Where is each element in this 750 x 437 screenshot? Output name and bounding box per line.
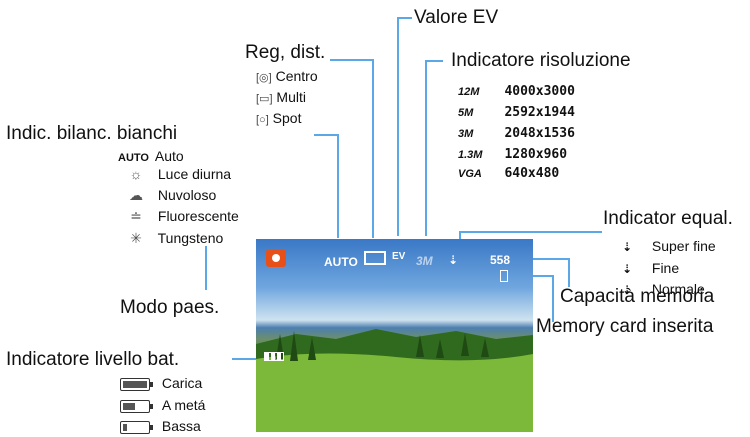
wb-item-fluorescent: ≐ Fluorescente bbox=[118, 208, 239, 225]
card-line bbox=[523, 275, 554, 322]
screen-battery-icon bbox=[264, 352, 284, 361]
3m-icon: 3M bbox=[458, 128, 474, 140]
battery-item-low: Bassa bbox=[120, 418, 201, 434]
center-metering-icon: [◎] bbox=[256, 72, 272, 84]
normal-icon: ⇣ bbox=[622, 283, 633, 297]
wb-item-daylight: ☼ Luce diurna bbox=[118, 166, 231, 182]
wb-item-cloudy: ☁ Nuvoloso bbox=[118, 187, 216, 204]
quality-item-fine: ⇣ Fine bbox=[622, 260, 680, 276]
quality-callout: Indicator equal. bbox=[603, 208, 733, 229]
resolution-item-5m: 5M 2592x1944 bbox=[458, 105, 575, 120]
battery-full-icon bbox=[120, 377, 153, 391]
fine-icon: ⇣ bbox=[622, 262, 633, 276]
cloudy-icon: ☁ bbox=[129, 187, 143, 203]
metering-callout: Reg, dist. bbox=[245, 42, 326, 63]
memory-capacity-callout: Capacità memoria bbox=[560, 286, 715, 307]
quality-item-super-fine: ⇣ Super fine bbox=[622, 238, 716, 254]
landscape-image bbox=[256, 329, 533, 432]
resolution-callout: Indicatore risoluzione bbox=[451, 50, 631, 71]
battery-item-full: Carica bbox=[120, 375, 202, 391]
ev-callout: Valore EV bbox=[414, 7, 499, 28]
battery-callout: Indicatore livello bat. bbox=[6, 349, 180, 370]
memory-card-callout: Memory card inserita bbox=[536, 316, 714, 337]
screen-shot-count: 558 bbox=[490, 253, 511, 267]
auto-wb-icon: AUTO bbox=[118, 152, 149, 164]
vga-icon: VGA bbox=[458, 168, 482, 180]
white-balance-line bbox=[314, 134, 339, 238]
battery-half-icon bbox=[120, 399, 153, 413]
screen-metering-icon bbox=[364, 251, 386, 265]
screen-card-icon bbox=[500, 270, 508, 282]
metering-line bbox=[330, 59, 374, 238]
resolution-item-12m: 12M 4000x3000 bbox=[458, 84, 575, 99]
screen-ev: EV bbox=[392, 251, 406, 262]
wb-item-auto: AUTO Auto bbox=[118, 148, 184, 164]
camera-mode-icon bbox=[266, 249, 286, 267]
resolution-item-vga: VGA 640x480 bbox=[458, 166, 560, 181]
white-balance-callout: Indic. bilanc. bianchi bbox=[6, 123, 178, 144]
resolution-item-3m: 3M 2048x1536 bbox=[458, 126, 575, 141]
scene-mode-callout: Modo paes. bbox=[120, 297, 220, 318]
battery-item-half: A metá bbox=[120, 397, 205, 413]
super-fine-icon: ⇣ bbox=[622, 240, 633, 254]
ev-line bbox=[397, 17, 412, 236]
screen-resolution: 3M bbox=[416, 254, 433, 268]
fluorescent-icon: ≐ bbox=[130, 208, 142, 224]
multi-metering-icon: [▭] bbox=[256, 93, 273, 105]
spot-metering-icon: [○] bbox=[256, 114, 269, 126]
daylight-icon: ☼ bbox=[129, 166, 143, 182]
resolution-line bbox=[425, 60, 443, 236]
metering-item-spot: [○] Spot bbox=[256, 110, 302, 126]
camera-preview: AUTO EV 3M ⇣ 558 bbox=[256, 239, 533, 432]
metering-item-center: [◎] Centro bbox=[256, 68, 318, 84]
resolution-item-1-3m: 1.3M 1280x960 bbox=[458, 147, 568, 162]
12m-icon: 12M bbox=[458, 86, 480, 98]
tungsten-icon: ✳ bbox=[130, 230, 142, 246]
battery-low-icon bbox=[120, 420, 153, 434]
wb-item-tungsten: ✳ Tungsteno bbox=[118, 230, 223, 247]
1-3m-icon: 1.3M bbox=[458, 149, 483, 161]
screen-wb: AUTO bbox=[324, 255, 358, 269]
metering-item-multi: [▭] Multi bbox=[256, 89, 306, 105]
screen-quality-icon: ⇣ bbox=[448, 253, 459, 267]
quality-item-normal: ⇣ Normale bbox=[622, 281, 705, 297]
5m-icon: 5M bbox=[458, 107, 474, 119]
